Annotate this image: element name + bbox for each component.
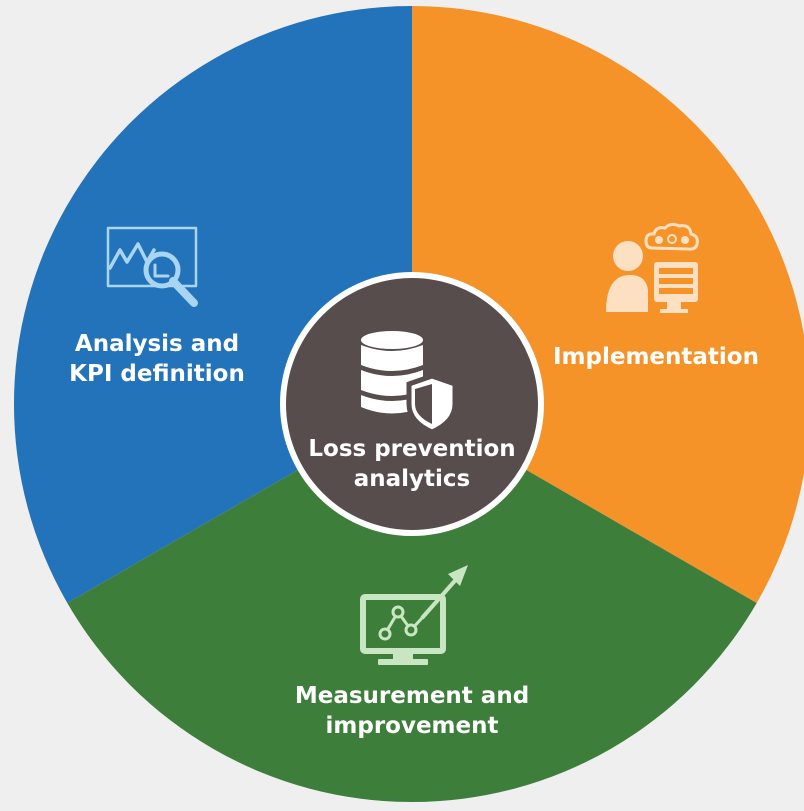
segment-measurement [67,404,757,803]
measurement-label-line2: improvement [326,713,499,739]
analysis-label-line1: Analysis and [75,331,239,357]
monitor-growth-chart-icon [360,565,468,665]
person-computer-ideas-icon [606,222,699,313]
implementation-label: Implementation [553,344,759,370]
database-shield-icon [361,331,458,435]
measurement-label-line1: Measurement and [295,683,529,709]
chart-magnifier-icon [106,226,198,307]
center-title-line2: analytics [354,466,471,492]
analysis-label-line2: KPI definition [69,361,245,387]
center-title-line1: Loss prevention [308,436,515,462]
